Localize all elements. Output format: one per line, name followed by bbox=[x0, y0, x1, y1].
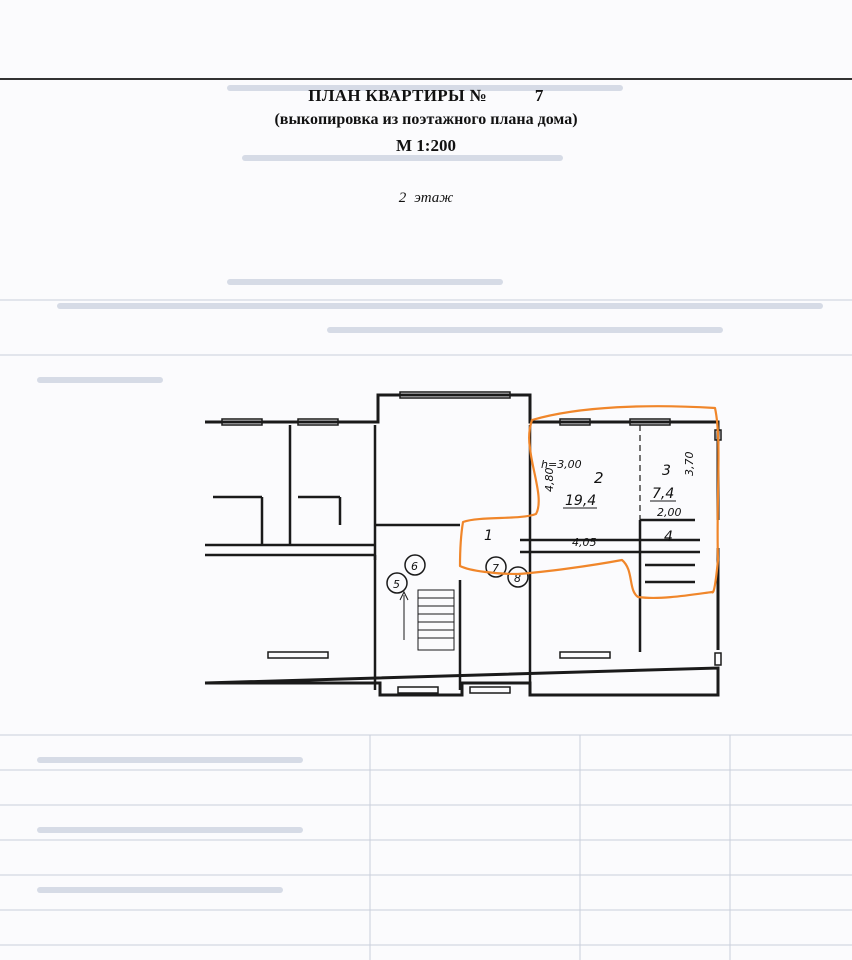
interior-walls bbox=[205, 425, 700, 690]
ceiling-height-label: h=3,00 bbox=[541, 458, 582, 471]
top-rule bbox=[0, 78, 852, 80]
windows bbox=[221, 391, 722, 694]
apartment-number: 7 bbox=[534, 86, 544, 105]
floor-number: 2 bbox=[398, 190, 407, 206]
staircase bbox=[399, 589, 455, 651]
floor-label: 2 этаж bbox=[0, 190, 852, 207]
floor-word: этаж bbox=[414, 190, 454, 206]
room-3-area: 7,4 bbox=[652, 486, 674, 502]
document-subtitle: (выкопировка из поэтажного плана дома) bbox=[274, 111, 578, 128]
title-text: ПЛАН КВАРТИРЫ № bbox=[308, 86, 487, 105]
marker-circles bbox=[386, 554, 529, 594]
room-4-number: 4 bbox=[664, 529, 673, 545]
room-3-number: 3 bbox=[662, 463, 671, 479]
marker-6: 6 bbox=[411, 560, 418, 573]
corridor-length-dimension: 4,05 bbox=[572, 536, 597, 549]
room-3-depth-dimension: 3,70 bbox=[683, 452, 696, 477]
marker-7: 7 bbox=[492, 562, 499, 575]
corridor-number: 1 bbox=[484, 528, 493, 544]
marker-8: 8 bbox=[514, 572, 521, 585]
room-2-number: 2 bbox=[594, 469, 604, 487]
apartment-highlight-outline bbox=[458, 405, 720, 600]
room-3-width-dimension: 2,00 bbox=[657, 506, 682, 519]
room-2-depth-dimension: 4,80 bbox=[543, 468, 556, 493]
scale-label: М 1:200 bbox=[396, 136, 456, 155]
marker-5: 5 bbox=[393, 578, 400, 591]
room-2-area: 19,4 bbox=[565, 493, 596, 509]
document-title: ПЛАН КВАРТИРЫ № 7 bbox=[0, 86, 852, 106]
